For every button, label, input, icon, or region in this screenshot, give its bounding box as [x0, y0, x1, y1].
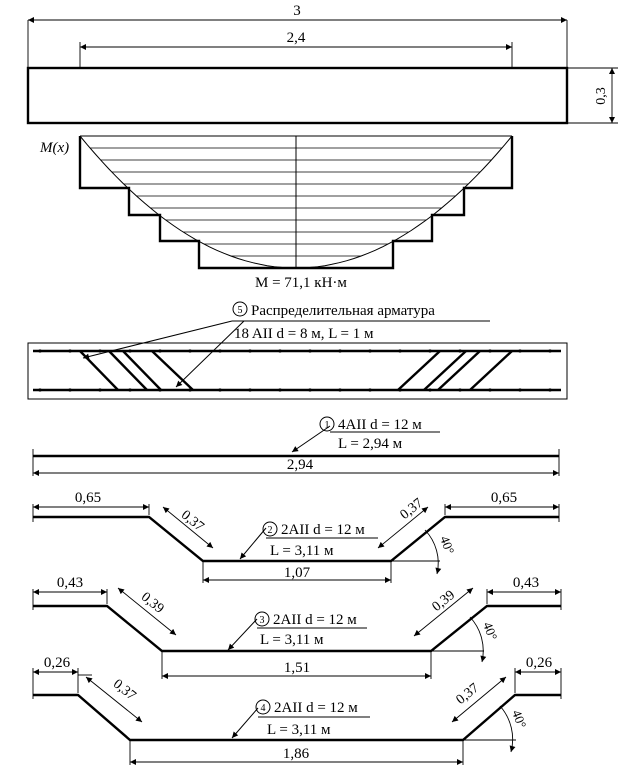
- bar-3-incline-left-dim: 0,39: [138, 590, 166, 617]
- bar-3-total-length: L = 3,11 м: [260, 632, 324, 648]
- distribution-bar-dot: [68, 349, 72, 353]
- bar-2-right-dim: 0,65: [491, 490, 517, 506]
- bar-2-incline-left-dim: 0,37: [178, 508, 206, 535]
- marker-1-number: 1: [325, 420, 330, 431]
- bar-2-angle: 40°: [437, 534, 457, 556]
- distribution-bar-dots: [38, 349, 552, 392]
- distribution-bar-dot: [218, 388, 222, 392]
- bar-2-incline-right-dim: 0,37: [398, 496, 426, 523]
- marker-5-circle: [232, 301, 248, 317]
- distribution-bar-dot: [338, 388, 342, 392]
- inclined-bars: [79, 350, 513, 391]
- distribution-bar-dot: [278, 388, 282, 392]
- bar-2-left-dim: 0,65: [75, 490, 101, 506]
- marker-3-number: 3: [260, 615, 265, 626]
- marker-2-number: 2: [268, 525, 273, 536]
- distribution-bar-dot: [368, 349, 372, 353]
- bar-3-angle: 40°: [480, 620, 500, 642]
- distribution-bar-dot: [98, 349, 102, 353]
- distribution-bar-dot: [428, 349, 432, 353]
- distribution-bar-dot: [548, 388, 552, 392]
- distribution-bar-dot: [308, 349, 312, 353]
- moment-diagram: M(x) M = 71,1 кН·м: [39, 135, 514, 291]
- bar-3-spec: 2AII d = 12 м: [273, 612, 357, 628]
- marker-1-circle: [319, 416, 335, 432]
- bar-1-length-dim: 2,94: [287, 457, 314, 473]
- distribution-bar-dot: [548, 349, 552, 353]
- bar-3-bottom-dim: 1,51: [284, 660, 310, 676]
- marker-3-circle: [254, 611, 270, 627]
- bar-3-left-dim: 0,43: [57, 575, 83, 591]
- distribution-bar-dot: [38, 349, 42, 353]
- distribution-bar-dot: [428, 388, 432, 392]
- section-outline: [27, 342, 568, 400]
- moment-axis-label: M(x): [39, 140, 69, 156]
- distribution-bar-dot: [278, 349, 282, 353]
- beam-height-label: 0,3: [594, 87, 609, 105]
- bar-3-shape: [33, 604, 561, 653]
- bar-3: 0,43 0,43 0,39 0,39 1,51 40° 3 2AII d = …: [32, 575, 562, 679]
- bar-2-shape: [33, 515, 559, 563]
- moment-max-label: M = 71,1 кН·м: [255, 275, 347, 291]
- distribution-bar-dot: [218, 349, 222, 353]
- bar-2: 0,65 0,65 0,37 0,37 1,07 40° 2 2AII d = …: [32, 490, 560, 583]
- marker-5-number: 5: [238, 305, 243, 316]
- bar-1: 2,94 1 4AII d = 12 м L = 2,94 м: [32, 416, 560, 476]
- beam-span-label: 2,4: [287, 30, 306, 46]
- distribution-bar-dot: [458, 388, 462, 392]
- distribution-bar-dot: [398, 349, 402, 353]
- distribution-bar-dot: [248, 349, 252, 353]
- distribution-bar-dot: [128, 349, 132, 353]
- bar-1-total-length: L = 2,94 м: [338, 436, 403, 452]
- bar-3-incline-right-dim: 0,39: [430, 588, 458, 615]
- distribution-bar-dot: [38, 388, 42, 392]
- distribution-bar-dot: [518, 349, 522, 353]
- bar-1-spec: 4AII d = 12 м: [338, 417, 422, 433]
- distribution-bar-dot: [188, 349, 192, 353]
- distribution-bar-dot: [458, 349, 462, 353]
- moment-stepped-envelope: [78, 136, 514, 270]
- distribution-bar-dot: [518, 388, 522, 392]
- distribution-title: Распределительная арматура: [251, 303, 435, 319]
- marker-2-circle: [262, 521, 278, 537]
- distribution-bar-dot: [368, 388, 372, 392]
- distribution-bar-dot: [128, 388, 132, 392]
- distribution-bar-dot: [308, 388, 312, 392]
- beam-outline: [26, 66, 569, 125]
- distribution-bar-dot: [488, 349, 492, 353]
- distribution-bar-dot: [158, 349, 162, 353]
- beam-view: 3 2,4 0,3: [26, 3, 618, 125]
- bar-4-bottom-dim: 1,86: [283, 746, 310, 762]
- bar-4-shape: [33, 693, 561, 742]
- bar-4-incline-right-dim: 0,37: [454, 681, 482, 708]
- bar-4-right-dim: 0,26: [526, 655, 553, 671]
- bar-3-right-dim: 0,43: [513, 575, 539, 591]
- bar-4-angle: 40°: [509, 708, 529, 730]
- bar-2-bottom-dim: 1,07: [284, 565, 311, 581]
- distribution-bar-dot: [338, 349, 342, 353]
- bar-2-total-length: L = 3,11 м: [270, 543, 334, 559]
- distribution-spec: 18 AII d = 8 м, L = 1 м: [234, 326, 374, 342]
- distribution-bar-dot: [98, 388, 102, 392]
- distribution-bar-dot: [68, 388, 72, 392]
- bar-4-total-length: L = 3,11 м: [267, 722, 331, 738]
- beam-length-label: 3: [293, 3, 301, 19]
- distribution-bar-dot: [248, 388, 252, 392]
- distribution-bar-dot: [488, 388, 492, 392]
- marker-4-circle: [255, 699, 271, 715]
- distribution-reinforcement-view: 5 Распределительная арматура 18 AII d = …: [27, 301, 568, 400]
- bar-4-left-dim: 0,26: [44, 655, 71, 671]
- bar-4-spec: 2AII d = 12 м: [274, 700, 358, 716]
- marker-4-number: 4: [261, 703, 266, 714]
- bar-2-spec: 2AII d = 12 м: [281, 522, 365, 538]
